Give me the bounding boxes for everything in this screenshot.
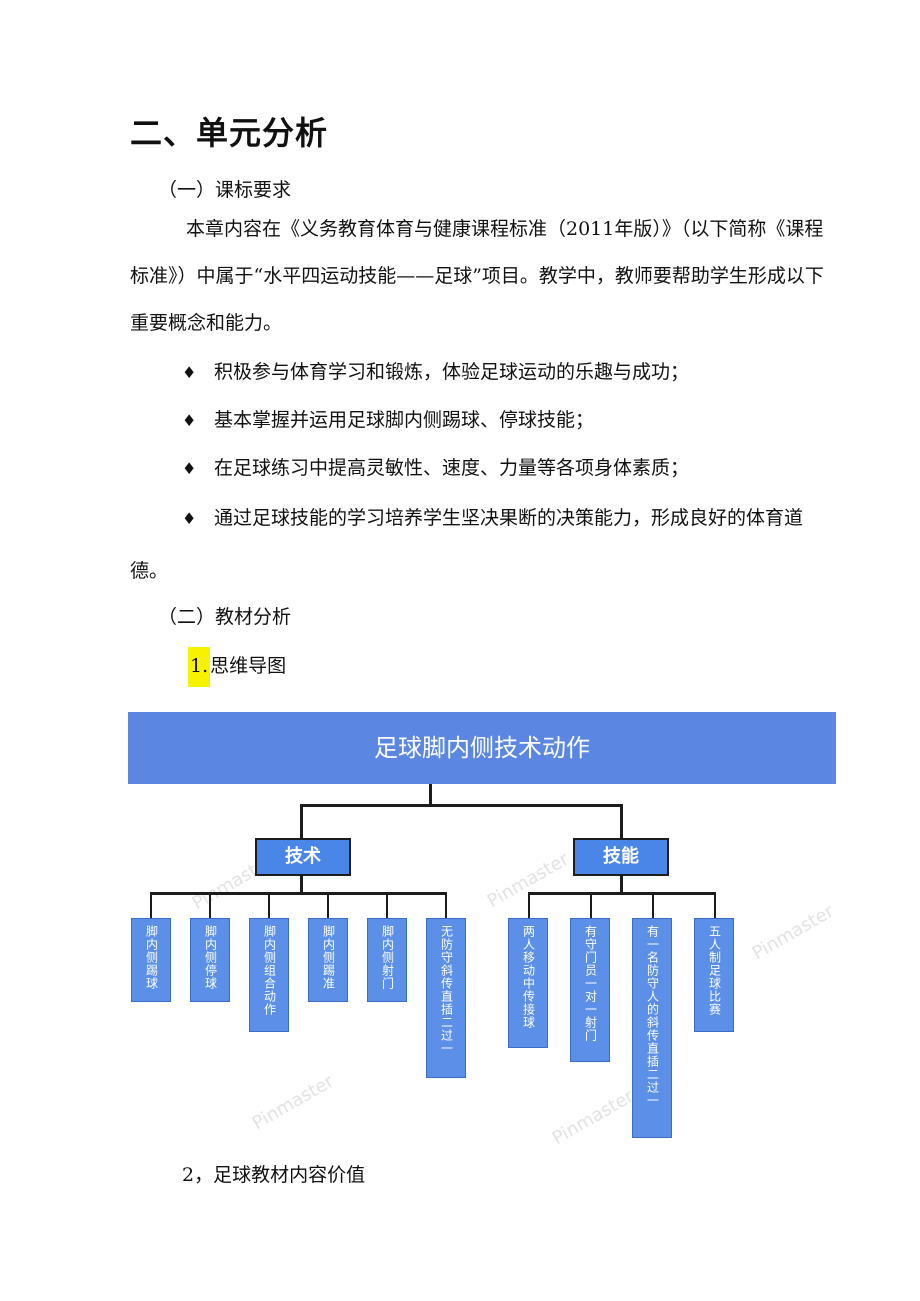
mindmap-title: 足球脚内侧技术动作 [128, 712, 836, 784]
connector-line [714, 892, 716, 918]
bullet-item-1: ♦ 积极参与体育学习和锻炼，体验足球运动的乐趣与成功； [182, 349, 842, 396]
category-skill: 技能 [573, 838, 669, 876]
connector-line [620, 876, 623, 894]
mindmap-node-tech: 脚内侧组合动作 [249, 918, 289, 1032]
bullet-item-4: ♦ 通过足球技能的学习培养学生坚决果断的决策能力，形成良好的体育道 [182, 495, 842, 542]
item-label: 思维导图 [210, 655, 287, 677]
connector-line [327, 892, 329, 918]
connector-line [209, 892, 211, 918]
watermark: Pinmaster [748, 900, 838, 965]
watermark: Pinmaster [248, 1070, 338, 1135]
diamond-icon: ♦ [182, 509, 197, 528]
subsection-title-standards: （一）课标要求 [158, 179, 292, 201]
connector-line [150, 892, 446, 895]
watermark: Pinmaster [548, 1085, 638, 1150]
intro-text: 本章内容在《义务教育体育与健康课程标准（2011年版）》（以下简称《课程标准》）… [130, 218, 824, 334]
diamond-icon: ♦ [182, 459, 197, 478]
connector-line [150, 892, 152, 918]
subsection-title-material: （二）教材分析 [158, 606, 292, 628]
connector-line [300, 804, 622, 807]
connector-line [268, 892, 270, 918]
connector-line [429, 784, 432, 806]
section-title: 二、单元分析 [130, 114, 329, 152]
connector-line [386, 892, 388, 918]
bullet-item-3: ♦ 在足球练习中提高灵敏性、速度、力量等各项身体素质； [182, 445, 842, 492]
list-item-mindmap: 1.思维导图 [188, 647, 287, 687]
connector-line [445, 892, 447, 918]
connector-line [528, 892, 530, 918]
connector-line [300, 876, 303, 894]
mindmap-node-tech: 脚内侧停球 [190, 918, 230, 1002]
mindmap-node-skill: 有守门员一对一射门 [570, 918, 610, 1062]
intro-paragraph: 本章内容在《义务教育体育与健康课程标准（2011年版）》（以下简称《课程标准》）… [130, 206, 842, 347]
mindmap-node-tech: 脚内侧踢准 [308, 918, 348, 1002]
mindmap-node-tech: 脚内侧射门 [367, 918, 407, 1002]
bullet-item-4-continued: 德。 [130, 560, 169, 582]
bullet-text: 在足球练习中提高灵敏性、速度、力量等各项身体素质； [214, 457, 690, 479]
bullet-item-2: ♦ 基本掌握并运用足球脚内侧踢球、停球技能； [182, 397, 842, 444]
bullet-text: 积极参与体育学习和锻炼，体验足球运动的乐趣与成功； [214, 361, 690, 383]
item-number-highlighted: 1. [188, 647, 211, 687]
bullet-text: 通过足球技能的学习培养学生坚决果断的决策能力，形成良好的体育道 [214, 507, 804, 529]
connector-line [652, 892, 654, 918]
connector-line [528, 892, 715, 895]
category-technique: 技术 [255, 838, 351, 876]
mindmap-node-skill: 两人移动中传接球 [508, 918, 548, 1048]
mindmap-figure: 足球脚内侧技术动作 Pinmaster Pinmaster Pinmaster … [128, 712, 838, 1149]
connector-line [300, 804, 303, 840]
connector-line [620, 804, 623, 840]
mindmap-node-tech: 无防守斜传直插二过一 [426, 918, 466, 1078]
connector-line [590, 892, 592, 918]
mindmap-node-skill: 有一名防守人的斜传直插二过一 [632, 918, 672, 1138]
mindmap-node-tech: 脚内侧踢球 [131, 918, 171, 1002]
mindmap-node-skill: 五人制足球比赛 [694, 918, 734, 1032]
bullet-text: 基本掌握并运用足球脚内侧踢球、停球技能； [214, 409, 595, 431]
list-item-value: 2，足球教材内容价值 [182, 1164, 366, 1186]
diamond-icon: ♦ [182, 363, 197, 382]
diamond-icon: ♦ [182, 411, 197, 430]
